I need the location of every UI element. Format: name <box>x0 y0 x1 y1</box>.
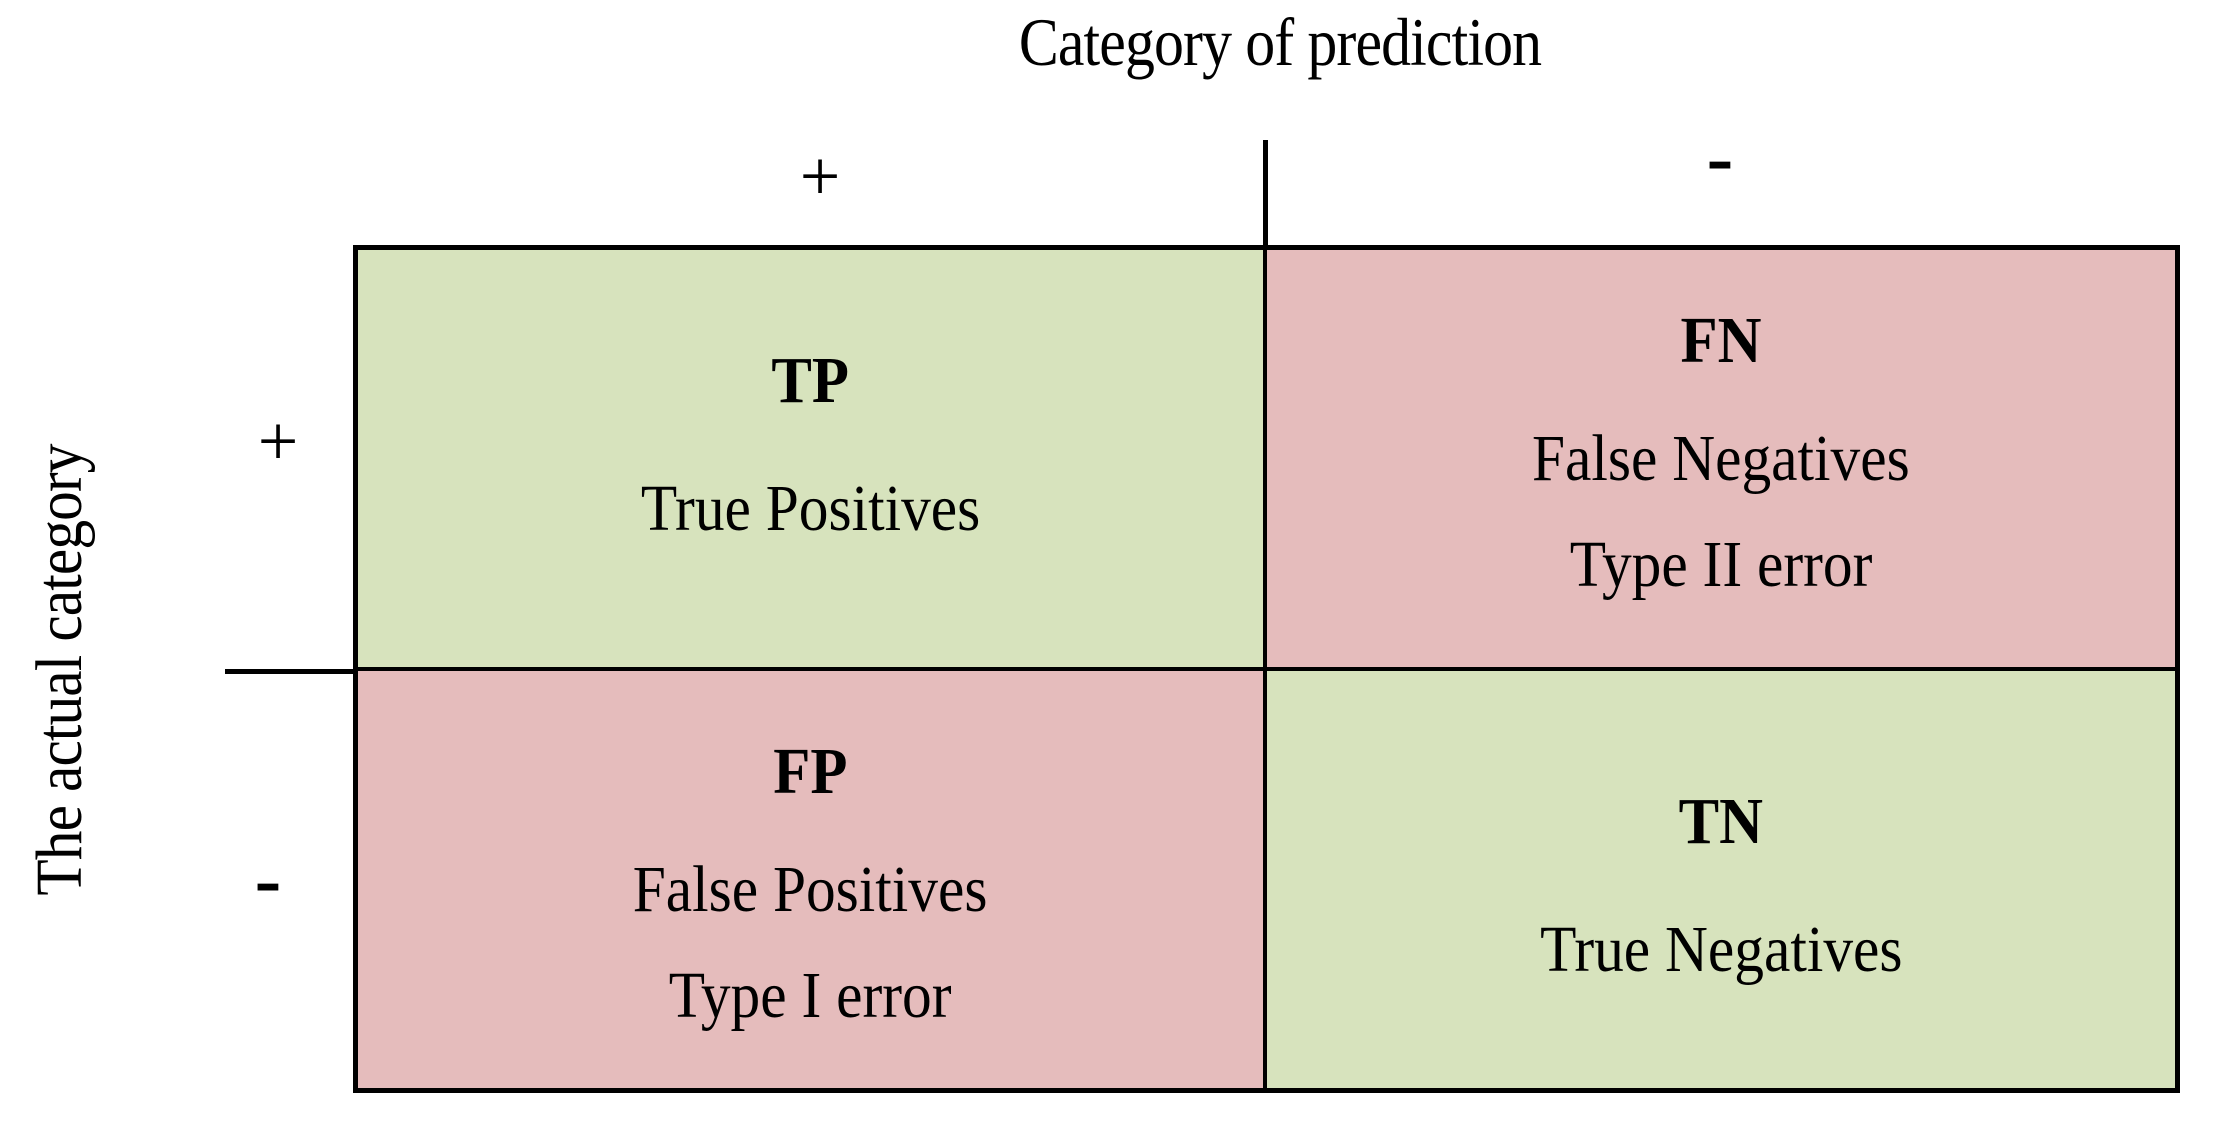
cell-true-negative: TN True Negatives <box>1267 671 2175 1088</box>
row-divider-extension-rule <box>225 669 357 674</box>
cell-false-negative-note: Type II error <box>1569 527 1873 601</box>
cell-false-positive: FP False Positives Type I error <box>358 671 1267 1088</box>
cell-false-negative-content: FN False Negatives Type II error <box>1511 303 1931 601</box>
row-header-negative: - <box>254 836 282 924</box>
column-divider-extension-rule <box>1263 140 1268 250</box>
cell-false-negative-abbr: FN <box>1680 303 1762 377</box>
row-header-positive: + <box>257 401 299 481</box>
cell-false-positive-content: FP False Positives Type I error <box>613 734 1007 1032</box>
cell-true-positive-abbr: TP <box>771 343 850 417</box>
cell-false-negative-name: False Negatives <box>1532 421 1910 495</box>
column-axis-title: Category of prediction <box>1018 4 1542 80</box>
column-header-positive: + <box>799 136 841 216</box>
row-axis-title-container: The actual category <box>0 245 120 1095</box>
cell-true-negative-name: True Negatives <box>1539 912 1903 986</box>
matrix-grid: TP True Positives FN False Negatives Typ… <box>353 245 2180 1093</box>
column-header-negative: - <box>1706 114 1734 202</box>
cell-true-positive-content: TP True Positives <box>622 343 999 545</box>
cell-false-positive-name: False Positives <box>633 852 988 926</box>
row-axis-title: The actual category <box>23 444 96 896</box>
cell-false-negative: FN False Negatives Type II error <box>1267 250 2175 671</box>
cell-true-negative-abbr: TN <box>1678 784 1764 858</box>
cell-true-positive-name: True Positives <box>640 471 981 545</box>
cell-true-negative-content: TN True Negatives <box>1520 784 1923 986</box>
cell-false-positive-note: Type I error <box>669 958 952 1032</box>
cell-true-positive: TP True Positives <box>358 250 1267 671</box>
cell-false-positive-abbr: FP <box>773 734 848 808</box>
